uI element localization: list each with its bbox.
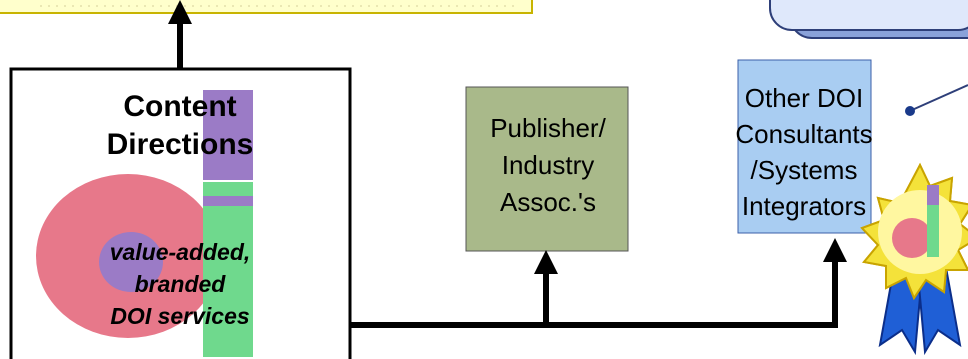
top-banner (0, 0, 533, 14)
content-title-line1: Content (123, 90, 237, 123)
content-sub-line1: value-added, (109, 239, 251, 265)
doi-logo-watermark-icon (36, 90, 253, 357)
award-ribbon-icon (860, 162, 968, 356)
publisher-line1: Publisher/ (490, 113, 606, 143)
other-line1: Other DOI (744, 83, 864, 113)
other-line4: Integrators (741, 191, 867, 221)
other-doi-box (737, 59, 872, 234)
content-title-line2: Directions (106, 128, 254, 161)
content-directions-subtitle: value-added, branded DOI services (40, 236, 320, 332)
content-sub-line3: DOI services (110, 303, 250, 329)
annotation-pointer (905, 84, 968, 116)
content-sub-line2: branded (134, 271, 226, 297)
content-directions-title: Content Directions (30, 88, 330, 164)
publisher-line3: Assoc.'s (500, 187, 596, 217)
other-line3: /Systems (750, 155, 858, 185)
top-right-panel (769, 0, 968, 39)
publisher-label: Publisher/ Industry Assoc.'s (462, 110, 634, 221)
connector-lines (168, 0, 847, 328)
publisher-box (465, 86, 629, 252)
other-doi-label: Other DOI Consultants /Systems Integrato… (734, 80, 874, 224)
other-line2: Consultants (735, 119, 873, 149)
publisher-line2: Industry (501, 150, 595, 180)
